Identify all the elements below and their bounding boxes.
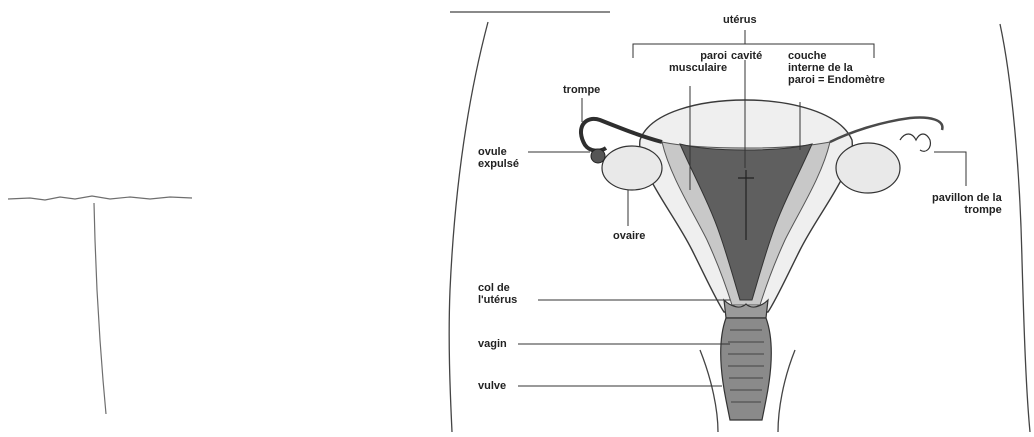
left-ovary — [602, 146, 662, 190]
vagina — [721, 318, 772, 420]
label-vagin: vagin — [478, 338, 507, 350]
label-cavite: cavité — [731, 50, 762, 62]
label-vulve: vulve — [478, 380, 506, 392]
pencil-sketch-t — [8, 196, 192, 414]
label-ovule-expulse: ovule expulsé — [478, 146, 519, 170]
right-hip-contour — [1000, 24, 1030, 432]
label-ovaire: ovaire — [613, 230, 645, 242]
expelled-ovum — [591, 149, 605, 163]
label-pavillon: pavillon de la trompe — [932, 192, 1002, 216]
label-uterus: utérus — [723, 14, 757, 26]
leader-pavillon — [934, 152, 966, 186]
uterus-diagram — [581, 100, 942, 420]
left-thigh-contour — [700, 350, 718, 432]
right-pavillon-fimbriae — [900, 134, 930, 151]
label-couche-interne: couche interne de la paroi = Endomètre — [788, 50, 885, 86]
label-col: col de l'utérus — [478, 282, 517, 306]
label-trompe: trompe — [563, 84, 600, 96]
sketch-vertical-line — [94, 203, 106, 414]
label-paroi-musculaire: paroi musculaire — [669, 50, 727, 74]
right-ovary — [836, 143, 900, 193]
right-thigh-contour — [778, 350, 795, 432]
sketch-horizontal-line — [8, 196, 192, 200]
left-hip-contour — [449, 22, 488, 432]
